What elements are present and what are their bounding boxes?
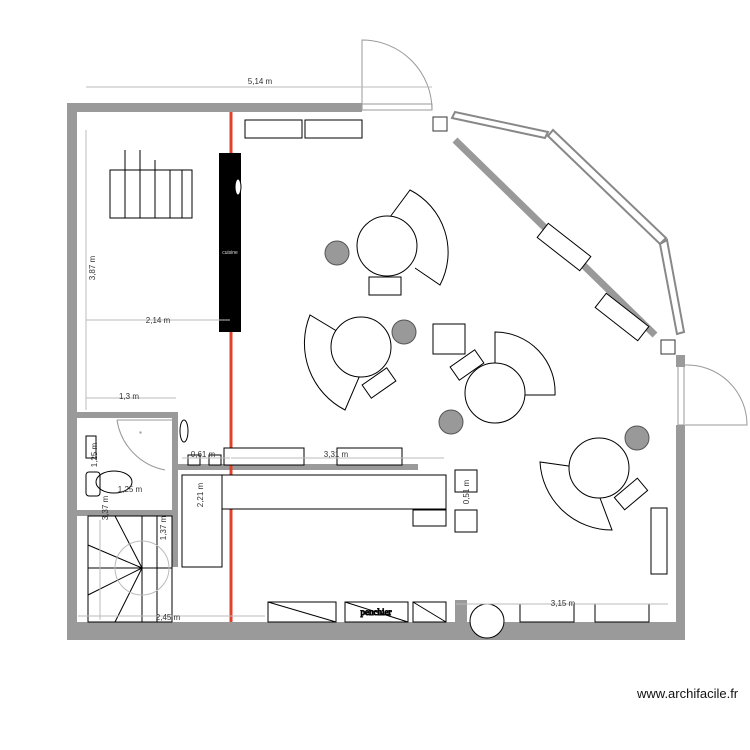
kitchen-label: cuisine (222, 250, 238, 256)
dim-kitchen-offset: 2,14 m (146, 316, 171, 325)
dim-small-gap: 0,61 m (191, 450, 216, 459)
stairs-bottom (87, 515, 173, 623)
cabinet-label: penchier (361, 607, 392, 617)
dim-wc-width: 1,3 m (119, 392, 139, 401)
dim-wc-inner: 1,25 m (118, 485, 143, 494)
dimension-lines (78, 86, 668, 620)
stools (324, 240, 650, 451)
dim-counter-length: 3,31 m (324, 450, 349, 459)
stairs-top (109, 150, 193, 219)
dim-stair-height: 1,37 m (159, 515, 168, 540)
dim-top-width: 5,14 m (248, 77, 273, 86)
kitchen-block: cuisine (219, 153, 242, 332)
dim-left-height: 3,87 m (88, 255, 97, 280)
walls (67, 103, 685, 640)
tables (303, 189, 630, 531)
dim-counter-block: 2,21 m (196, 482, 205, 507)
dim-bottom-right: 3,15 m (551, 599, 576, 608)
furniture: penchier (181, 119, 668, 639)
dim-lower-height: 3,37 m (101, 495, 110, 520)
dimension-labels: 5,14 m 3,87 m 2,14 m 1,3 m 1,25 m 1,25 m… (88, 77, 576, 622)
doors (116, 39, 748, 471)
wc (85, 419, 189, 497)
dim-chair-gap: 0,51 m (462, 479, 471, 504)
watermark: www.archifacile.fr (637, 686, 739, 701)
dim-bottom-left: 2,45 m (156, 613, 181, 622)
dim-wc-depth: 1,25 m (90, 442, 99, 467)
